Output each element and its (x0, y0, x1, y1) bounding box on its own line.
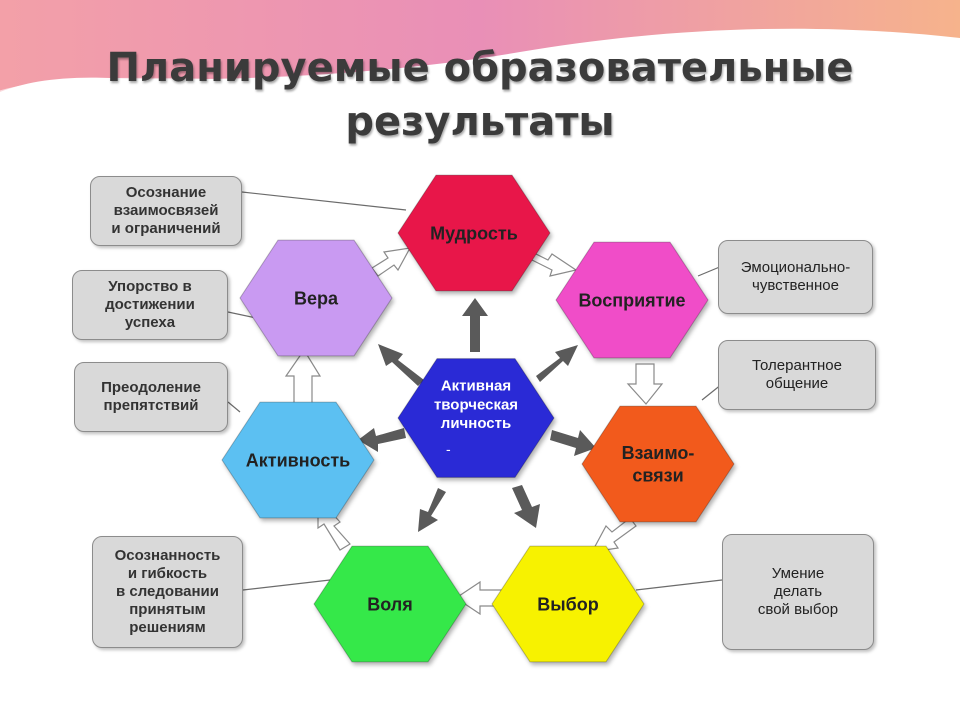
arrow-to-relations (550, 430, 596, 456)
hexagon-faith-label: Вера (294, 288, 339, 308)
callout-choose-text: Умение делать свой выбор (757, 565, 839, 618)
leader-overcoming (227, 401, 241, 413)
arrow-perception-to-relations (626, 363, 664, 405)
callout-overcoming: Преодоление препятствий (74, 362, 228, 432)
callout-emotional: Эмоционально- чувственное (718, 240, 873, 314)
hexagon-wisdom-label: Мудрость (430, 223, 518, 243)
page-title-line-2: результаты (0, 98, 960, 146)
callout-persistence-text: Упорство в достижении успеха (105, 278, 195, 331)
hexagon-faith-shape (239, 239, 393, 357)
hexagon-activity-shape (221, 401, 375, 519)
callout-tolerant: Толерантное общение (718, 340, 876, 410)
hexagon-relations: Взаимо-связи (581, 405, 735, 523)
hexagon-perception: Восприятие (555, 241, 709, 359)
hexagon-choice: Выбор (491, 545, 645, 663)
callout-awareness-flexibility: Осознанность и гибкость в следовании при… (92, 536, 243, 648)
title-line-2: результаты (345, 99, 615, 145)
hexagon-activity: Активность (221, 401, 375, 519)
hexagon-wisdom-shape (397, 174, 551, 292)
hexagon-activity-label: Активность (246, 450, 350, 470)
hexagon-will-shape (313, 545, 467, 663)
cycle-arrows (284, 247, 664, 616)
arrow-to-faith (378, 344, 424, 386)
arrow-to-perception (536, 345, 578, 382)
hexagon-center-shape (397, 358, 555, 478)
callout-choose: Умение делать свой выбор (722, 534, 874, 650)
arrow-wisdom-to-perception (526, 248, 578, 277)
hexagon-relations-shape (581, 405, 735, 523)
hexagon-wisdom: Мудрость (397, 174, 551, 292)
leader-awareness-flexibility (242, 579, 331, 591)
callout-persistence: Упорство в достижении успеха (72, 270, 228, 340)
center-arrows (358, 298, 596, 532)
hexagon-center-extra: - (446, 441, 451, 457)
arrow-to-choice (512, 485, 540, 528)
callout-awareness-flexibility-text: Осознанность и гибкость в следовании при… (114, 547, 221, 636)
hexagon-will: Воля (313, 545, 467, 663)
callout-overcoming-text: Преодоление препятствий (101, 379, 201, 414)
callout-awareness-relations: Осознание взаимосвязей и ограничений (90, 176, 242, 246)
arrow-to-activity (358, 428, 406, 452)
callout-emotional-text: Эмоционально- чувственное (740, 259, 851, 294)
hexagon-perception-label: Восприятие (578, 290, 685, 310)
arrow-activity-to-faith (284, 348, 322, 405)
title-line-1: Планируемые образовательные (106, 45, 854, 91)
page-title: Планируемые образовательные (0, 44, 960, 92)
leader-persistence (227, 311, 257, 319)
arrow-faith-to-wisdom (371, 247, 412, 277)
hexagon-perception-shape (555, 241, 709, 359)
leader-choose (635, 579, 723, 591)
hexagon-relations-label: Взаимо-связи (622, 443, 695, 486)
hexagon-choice-shape (491, 545, 645, 663)
hexagon-faith: Вера (239, 239, 393, 357)
hexagon-choice-label: Выбор (537, 594, 598, 614)
callout-awareness-relations-text: Осознание взаимосвязей и ограничений (111, 184, 221, 237)
arrow-to-wisdom (462, 298, 488, 352)
callout-tolerant-text: Толерантное общение (752, 357, 842, 392)
arrow-to-will (418, 488, 446, 532)
hexagon-will-label: Воля (367, 594, 412, 614)
leader-awareness-relations (241, 191, 407, 211)
